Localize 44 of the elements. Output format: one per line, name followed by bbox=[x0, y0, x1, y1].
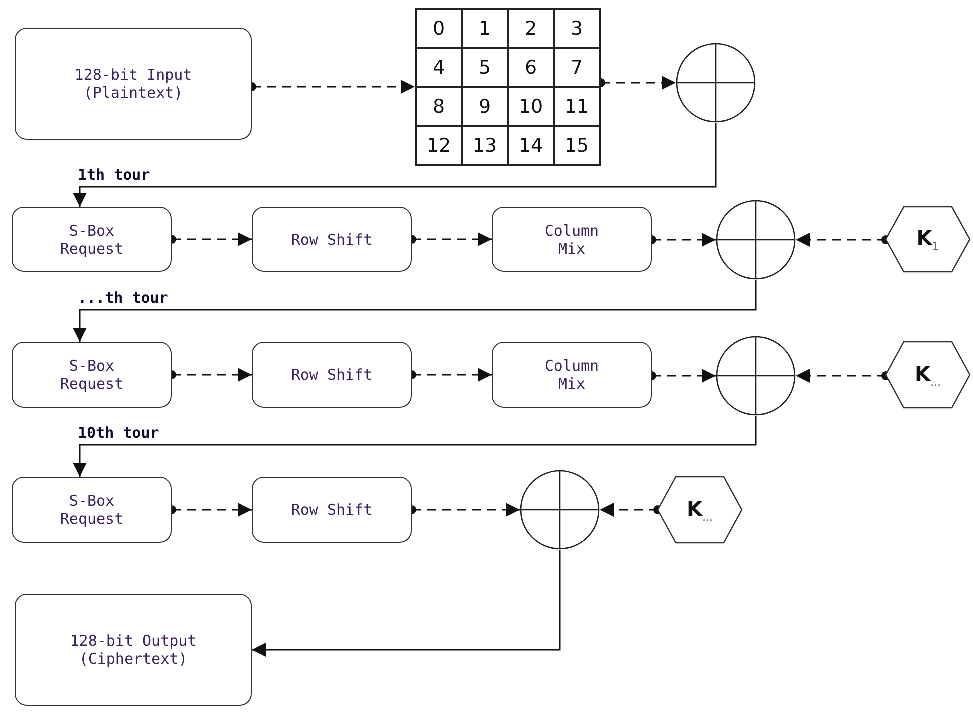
matrix-cell: 11 bbox=[554, 87, 600, 126]
arrow bbox=[73, 416, 757, 477]
process-box bbox=[15, 594, 252, 706]
matrix-cell: 13 bbox=[462, 126, 508, 165]
matrix-cell: 0 bbox=[416, 9, 462, 48]
process-label: S-Box Request bbox=[59, 492, 125, 528]
matrix-cell: 2 bbox=[508, 9, 554, 48]
process-label: S-Box Request bbox=[59, 222, 125, 258]
matrix-cell: 5 bbox=[462, 48, 508, 87]
process-box bbox=[492, 207, 652, 272]
round-key-label: K$_{...}$ bbox=[687, 496, 713, 524]
process-label: Row Shift bbox=[291, 230, 373, 248]
round-key-label: K$_{1}$ bbox=[916, 226, 940, 253]
process-box bbox=[15, 28, 252, 140]
matrix-cell: 12 bbox=[416, 126, 462, 165]
process-label: Column Mix bbox=[544, 357, 600, 393]
arrow bbox=[73, 280, 757, 342]
matrix-cell: 3 bbox=[554, 9, 600, 48]
matrix-cell: 7 bbox=[554, 48, 600, 87]
process-label: 128-bit Input (Plaintext) bbox=[74, 66, 194, 102]
matrix-cell: 10 bbox=[508, 87, 554, 126]
process-label: S-Box Request bbox=[59, 357, 125, 393]
arrow bbox=[73, 123, 717, 207]
process-label: Row Shift bbox=[291, 366, 373, 384]
process-label: 128-bit Output (Ciphertext) bbox=[69, 632, 198, 668]
process-box bbox=[12, 477, 172, 543]
process-box bbox=[12, 207, 172, 272]
matrix-cell: 8 bbox=[416, 87, 462, 126]
matrix-cell: 9 bbox=[462, 87, 508, 126]
matrix-cell: 1 bbox=[462, 9, 508, 48]
matrix-cell: 14 bbox=[508, 126, 554, 165]
process-box bbox=[252, 342, 412, 408]
matrix-cell: 6 bbox=[508, 48, 554, 87]
arrow bbox=[252, 550, 561, 657]
matrix-cell: 15 bbox=[554, 126, 600, 165]
process-box bbox=[12, 342, 172, 408]
process-box bbox=[252, 207, 412, 272]
process-label: Column Mix bbox=[544, 222, 600, 258]
process-box bbox=[492, 342, 652, 408]
process-box bbox=[252, 477, 412, 543]
matrix-cell: 4 bbox=[416, 48, 462, 87]
process-label: Row Shift bbox=[291, 501, 373, 519]
state-matrix bbox=[415, 8, 601, 166]
round-key-label: K$_{...}$ bbox=[915, 362, 941, 388]
